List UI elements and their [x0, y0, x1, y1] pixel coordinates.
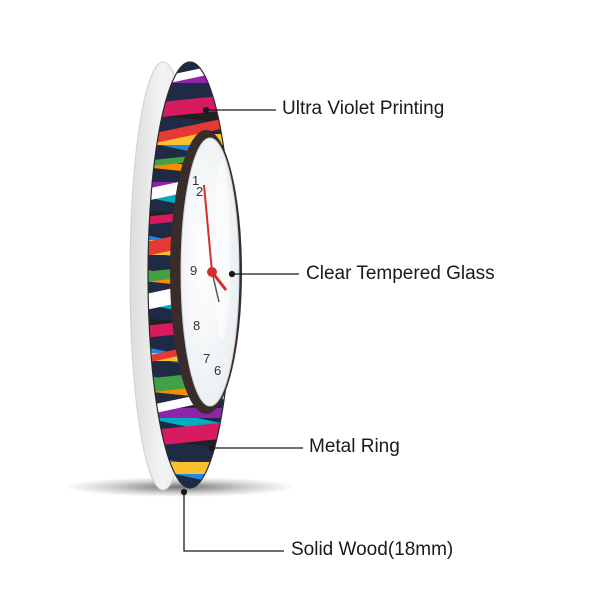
leader-lines [180, 106, 303, 552]
callout-solid-wood: Solid Wood(18mm) [291, 539, 454, 560]
clock-numerals: 1 2 9 8 7 6 [190, 173, 221, 378]
rim-stripe [140, 4, 240, 31]
callout-uv-printing: Ultra Violet Printing [282, 98, 445, 119]
svg-text:2: 2 [196, 184, 203, 199]
svg-text:9: 9 [190, 263, 197, 278]
rim-stripe [148, 408, 232, 418]
svg-text:6: 6 [214, 363, 221, 378]
rim-stripe [148, 134, 232, 145]
callout-tempered-glass: Clear Tempered Glass [306, 263, 495, 284]
hand-hub [207, 267, 217, 277]
callout-metal-ring: Metal Ring [309, 436, 400, 457]
svg-text:1: 1 [192, 173, 199, 188]
svg-text:8: 8 [193, 318, 200, 333]
rim-stripe [148, 420, 232, 448]
minute-hand [203, 184, 213, 273]
rim-stripe [140, 512, 240, 548]
rim-stripe [148, 114, 232, 147]
second-hand [211, 271, 220, 303]
glass-highlight [214, 160, 230, 340]
svg-text:7: 7 [203, 351, 210, 366]
floor-shadow [65, 477, 295, 497]
rim-stripe [140, 36, 240, 60]
